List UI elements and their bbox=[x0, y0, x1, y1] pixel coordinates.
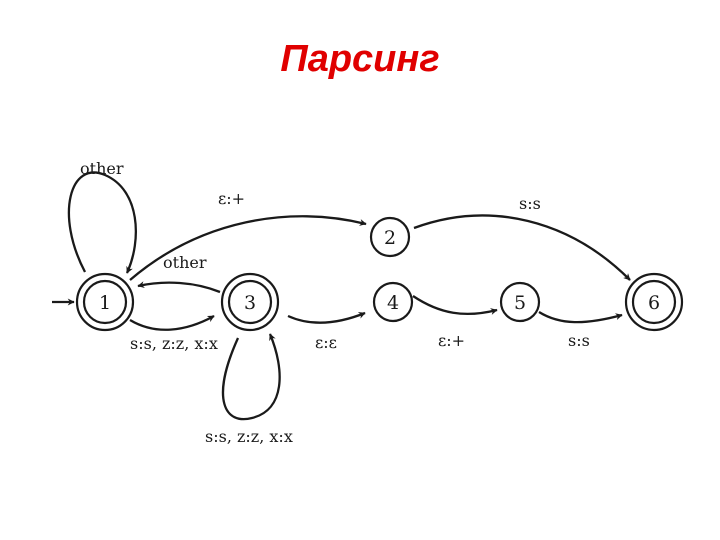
transition-1-to-1-loop-label: other bbox=[80, 159, 124, 178]
transition-1-to-1-loop-edge bbox=[67, 171, 137, 274]
state-4-ring bbox=[372, 281, 414, 323]
transition-4-to-5-label: ε:+ bbox=[438, 331, 465, 350]
state-2: 2 bbox=[369, 216, 411, 258]
state-6-label: 6 bbox=[648, 292, 660, 314]
state-4-label: 4 bbox=[387, 292, 399, 314]
state-3: 3 bbox=[220, 272, 280, 332]
transition-1-to-2-label: ε:+ bbox=[218, 189, 245, 208]
transition-5-to-6-edge bbox=[538, 311, 623, 324]
transition-1-to-3-edge bbox=[129, 314, 215, 331]
state-3-label: 3 bbox=[244, 292, 256, 314]
transition-2-to-6-edge bbox=[413, 214, 631, 281]
slide-title: Парсинг bbox=[280, 38, 440, 80]
transition-3-to-4-label: ε:ε bbox=[315, 333, 337, 352]
state-6: 6 bbox=[624, 272, 684, 332]
state-2-ring bbox=[369, 216, 411, 258]
transition-3-to-3-loop-label: s:s, z:z, x:x bbox=[205, 427, 293, 446]
state-5-ring bbox=[499, 281, 541, 323]
transition-3-to-1-edge bbox=[137, 281, 221, 294]
transition-2-to-6-label: s:s bbox=[519, 194, 541, 213]
transition-1-to-2-edge bbox=[129, 215, 367, 281]
transition-1-to-3-label: s:s, z:z, x:x bbox=[130, 334, 218, 353]
state-1: 1 bbox=[75, 272, 135, 332]
state-1-inner-ring bbox=[82, 279, 128, 325]
state-6-inner-ring bbox=[631, 279, 677, 325]
state-1-label: 1 bbox=[99, 292, 111, 314]
transition-5-to-6-label: s:s bbox=[568, 331, 590, 350]
transition-3-to-1-label: other bbox=[163, 253, 207, 272]
state-5: 5 bbox=[499, 281, 541, 323]
state-4: 4 bbox=[372, 281, 414, 323]
state-2-label: 2 bbox=[384, 227, 396, 249]
state-5-label: 5 bbox=[514, 292, 526, 314]
transition-3-to-4-edge bbox=[287, 311, 366, 324]
state-3-inner-ring bbox=[227, 279, 273, 325]
transition-3-to-3-loop-edge bbox=[222, 333, 281, 421]
transition-4-to-5-edge bbox=[412, 295, 498, 316]
